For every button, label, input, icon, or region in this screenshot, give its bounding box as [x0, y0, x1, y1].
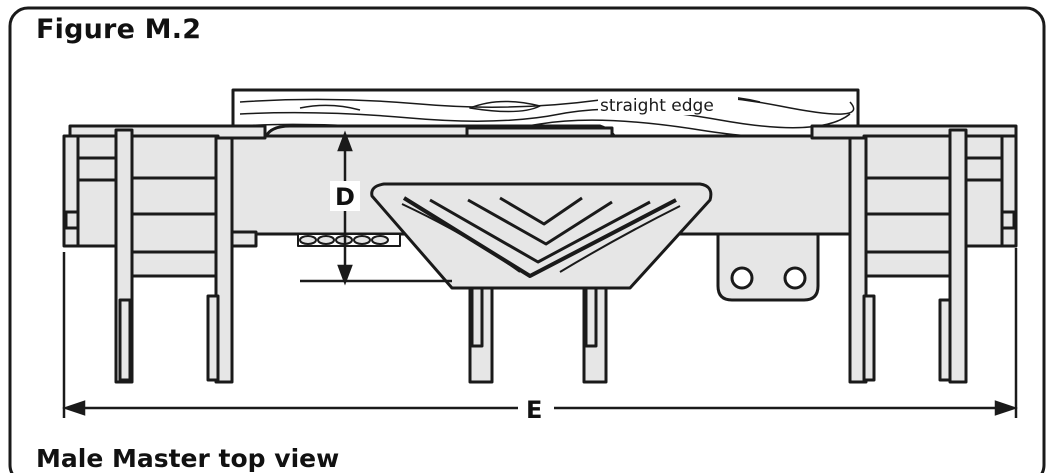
center-leg-left	[468, 282, 494, 384]
straight-edge-label: straight edge	[600, 96, 714, 116]
left-inner-housing	[130, 134, 258, 278]
dimension-d-label: D	[335, 183, 355, 211]
right-inner-leg	[848, 136, 876, 384]
frame-border	[8, 6, 1046, 473]
figure-title: Figure M.2	[36, 14, 202, 45]
left-inner-leg	[206, 136, 234, 384]
bolt-row	[297, 233, 401, 247]
center-leg-right	[582, 282, 608, 384]
right-inner-housing	[862, 134, 952, 278]
dimension-e	[62, 248, 1018, 422]
v-coupler	[370, 182, 713, 290]
left-end-assembly	[62, 134, 120, 248]
hitch-bracket	[716, 232, 820, 302]
right-end-assembly	[960, 134, 1018, 248]
dimension-d	[300, 130, 452, 286]
left-outer-leg	[114, 128, 134, 384]
figure-caption: Male Master top view	[36, 444, 340, 473]
dimension-e-label: E	[526, 396, 542, 424]
right-outer-leg	[938, 128, 968, 384]
